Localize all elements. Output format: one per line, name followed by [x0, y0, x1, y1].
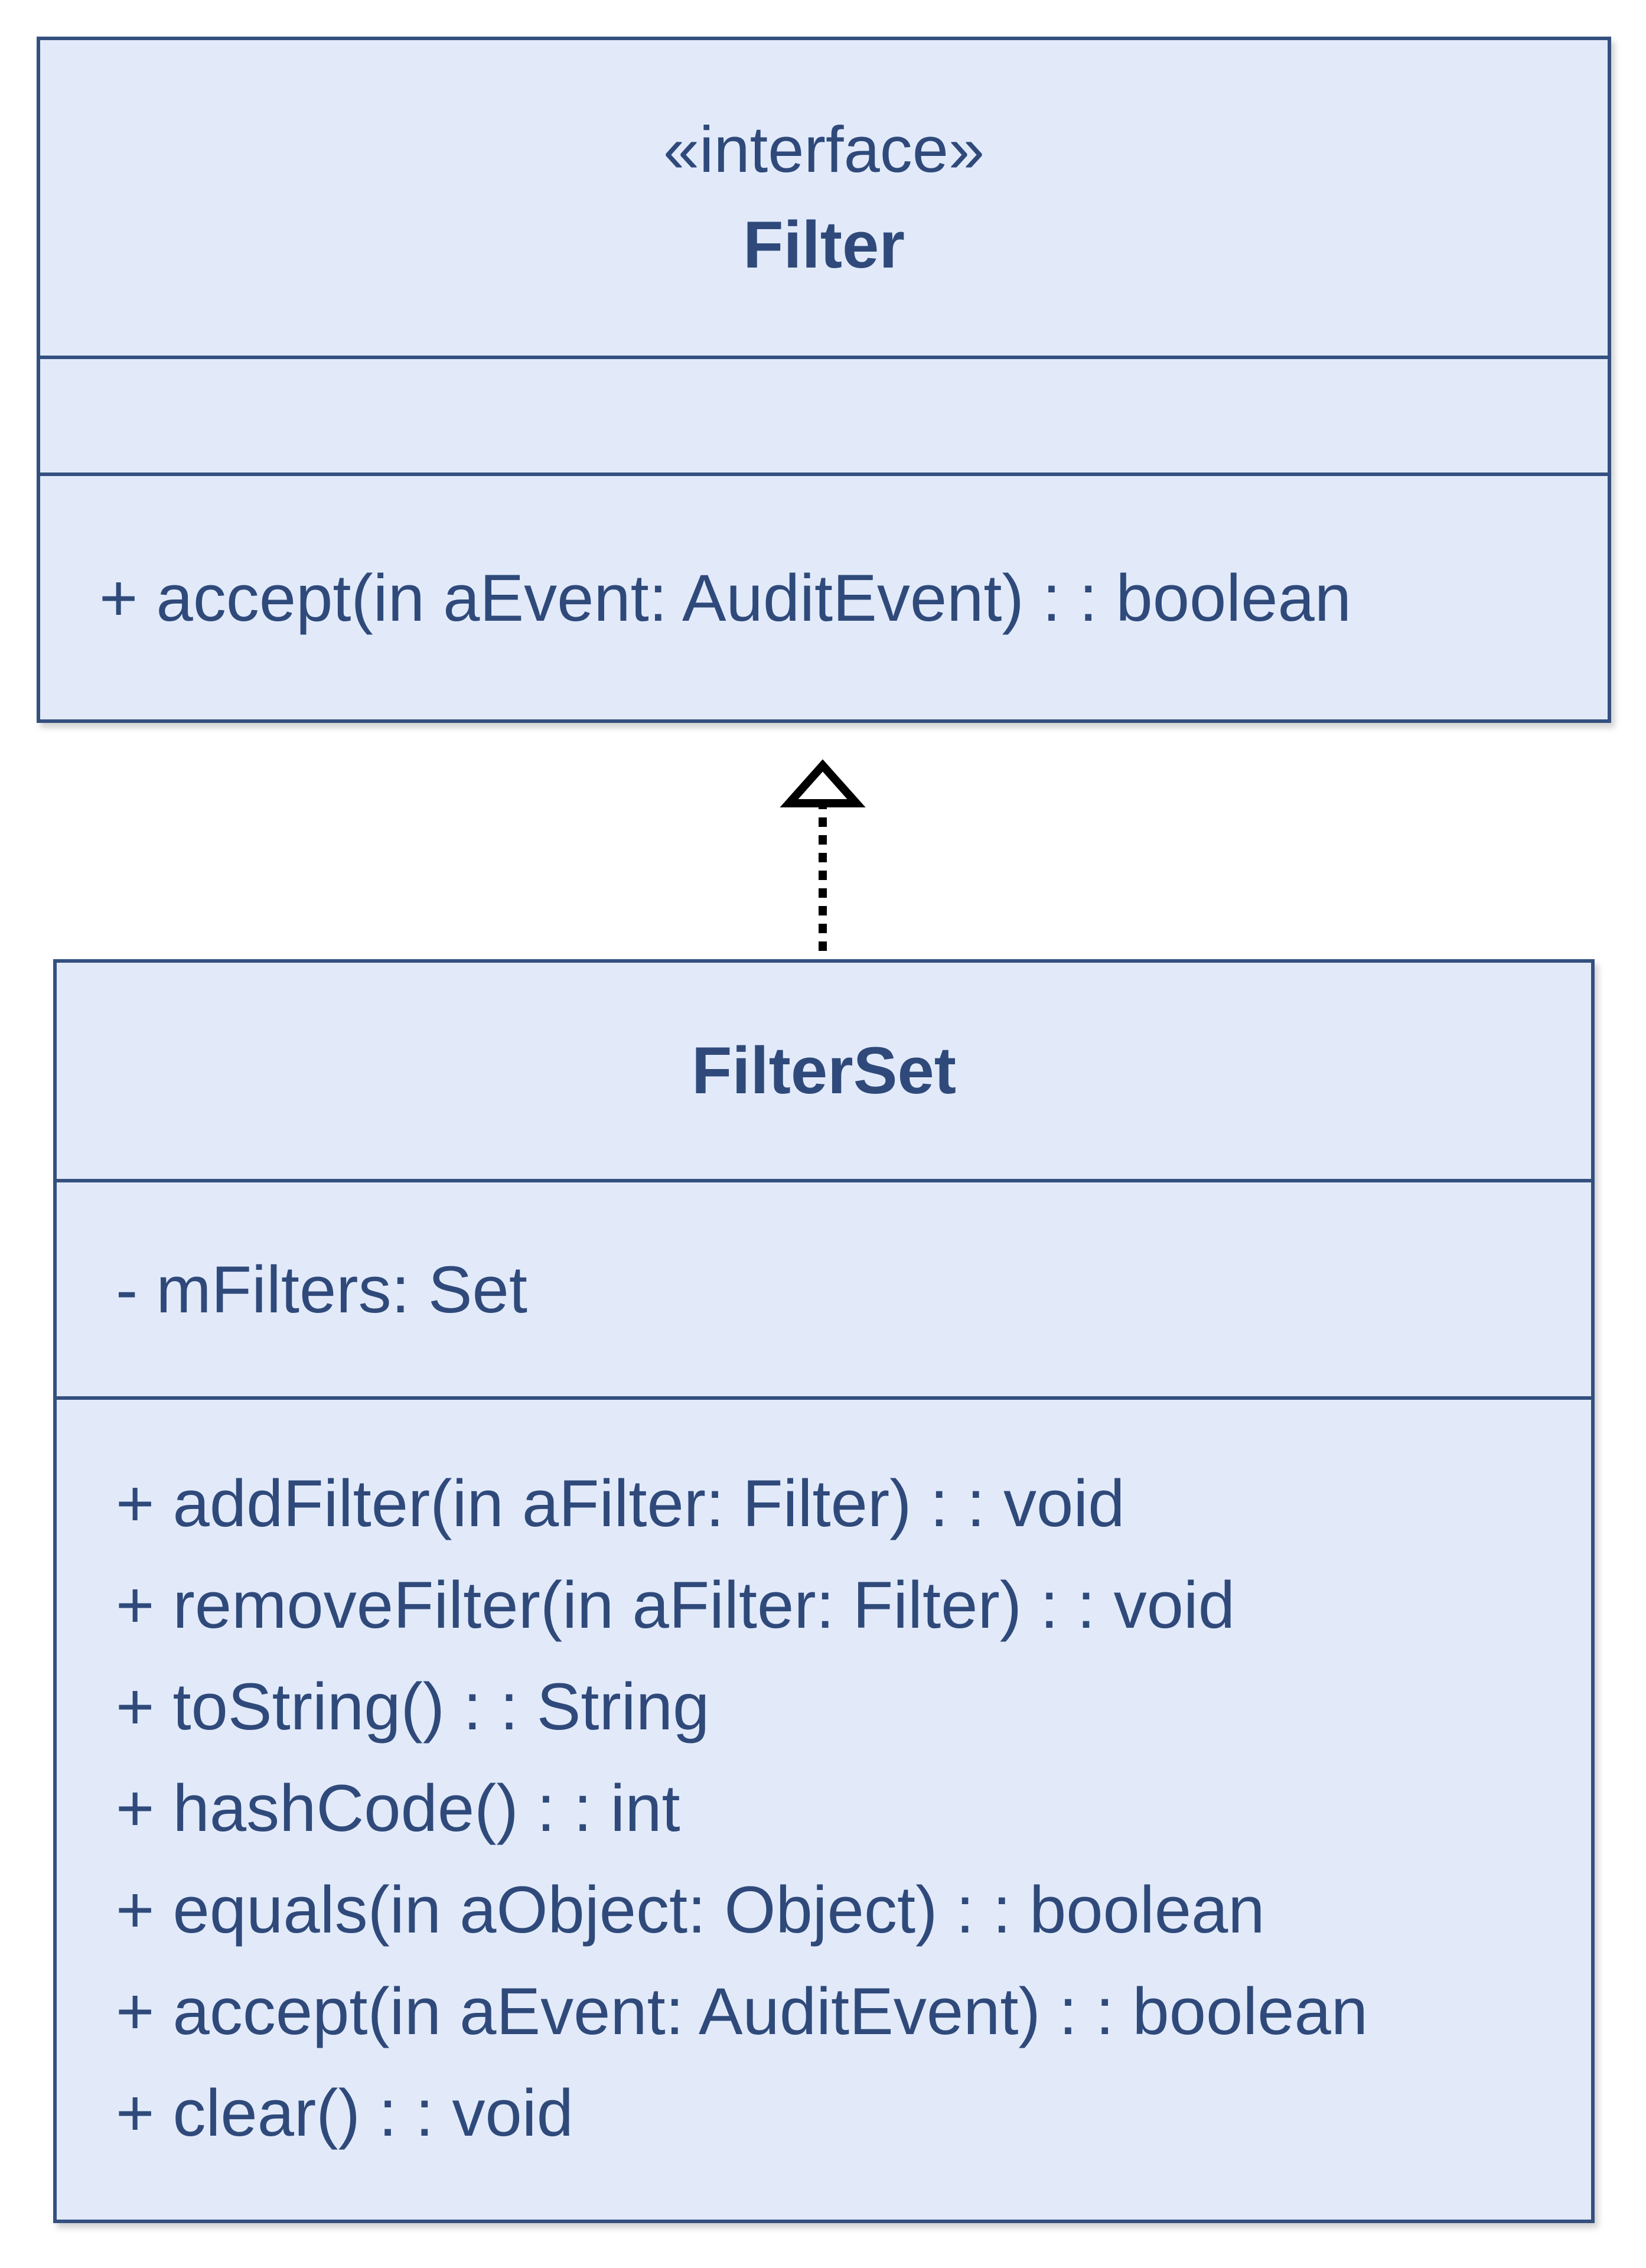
filter-operation-accept: + accept(in aEvent: AuditEvent) : : bool… — [99, 561, 1352, 635]
filterset-name-compartment: FilterSet — [57, 963, 1591, 1182]
realization-hollow-arrowhead — [780, 759, 866, 807]
filterset-class-box[interactable]: FilterSet - mFilters: Set + addFilter(in… — [53, 959, 1595, 2223]
filter-name-compartment: «interface» Filter — [40, 40, 1608, 359]
filterset-operation-removefilter: + removeFilter(in aFilter: Filter) : : v… — [116, 1568, 1236, 1642]
filter-attributes-compartment — [40, 359, 1608, 476]
filterset-operation-clear: + clear() : : void — [116, 2076, 573, 2150]
filterset-operation-equals: + equals(in aObject: Object) : : boolean — [116, 1873, 1265, 1947]
filter-class-name: Filter — [743, 207, 905, 282]
filterset-operation-addfilter: + addFilter(in aFilter: Filter) : : void — [116, 1467, 1125, 1540]
filterset-operations-compartment: + addFilter(in aFilter: Filter) : : void… — [57, 1400, 1591, 2164]
filter-operations-compartment: + accept(in aEvent: AuditEvent) : : bool… — [40, 476, 1608, 719]
filterset-operation-accept: + accept(in aEvent: AuditEvent) : : bool… — [116, 1974, 1368, 2048]
filterset-operation-tostring: + toString() : : String — [116, 1670, 710, 1744]
filterset-attributes-compartment: - mFilters: Set — [57, 1182, 1591, 1400]
filterset-operation-hashcode: + hashCode() : : int — [116, 1771, 680, 1845]
filterset-class-name: FilterSet — [691, 1033, 957, 1107]
interface-stereotype: «interface» — [663, 113, 985, 187]
filterset-attribute-mfilters: - mFilters: Set — [116, 1252, 527, 1327]
filter-interface-box[interactable]: «interface» Filter + accept(in aEvent: A… — [37, 37, 1611, 723]
